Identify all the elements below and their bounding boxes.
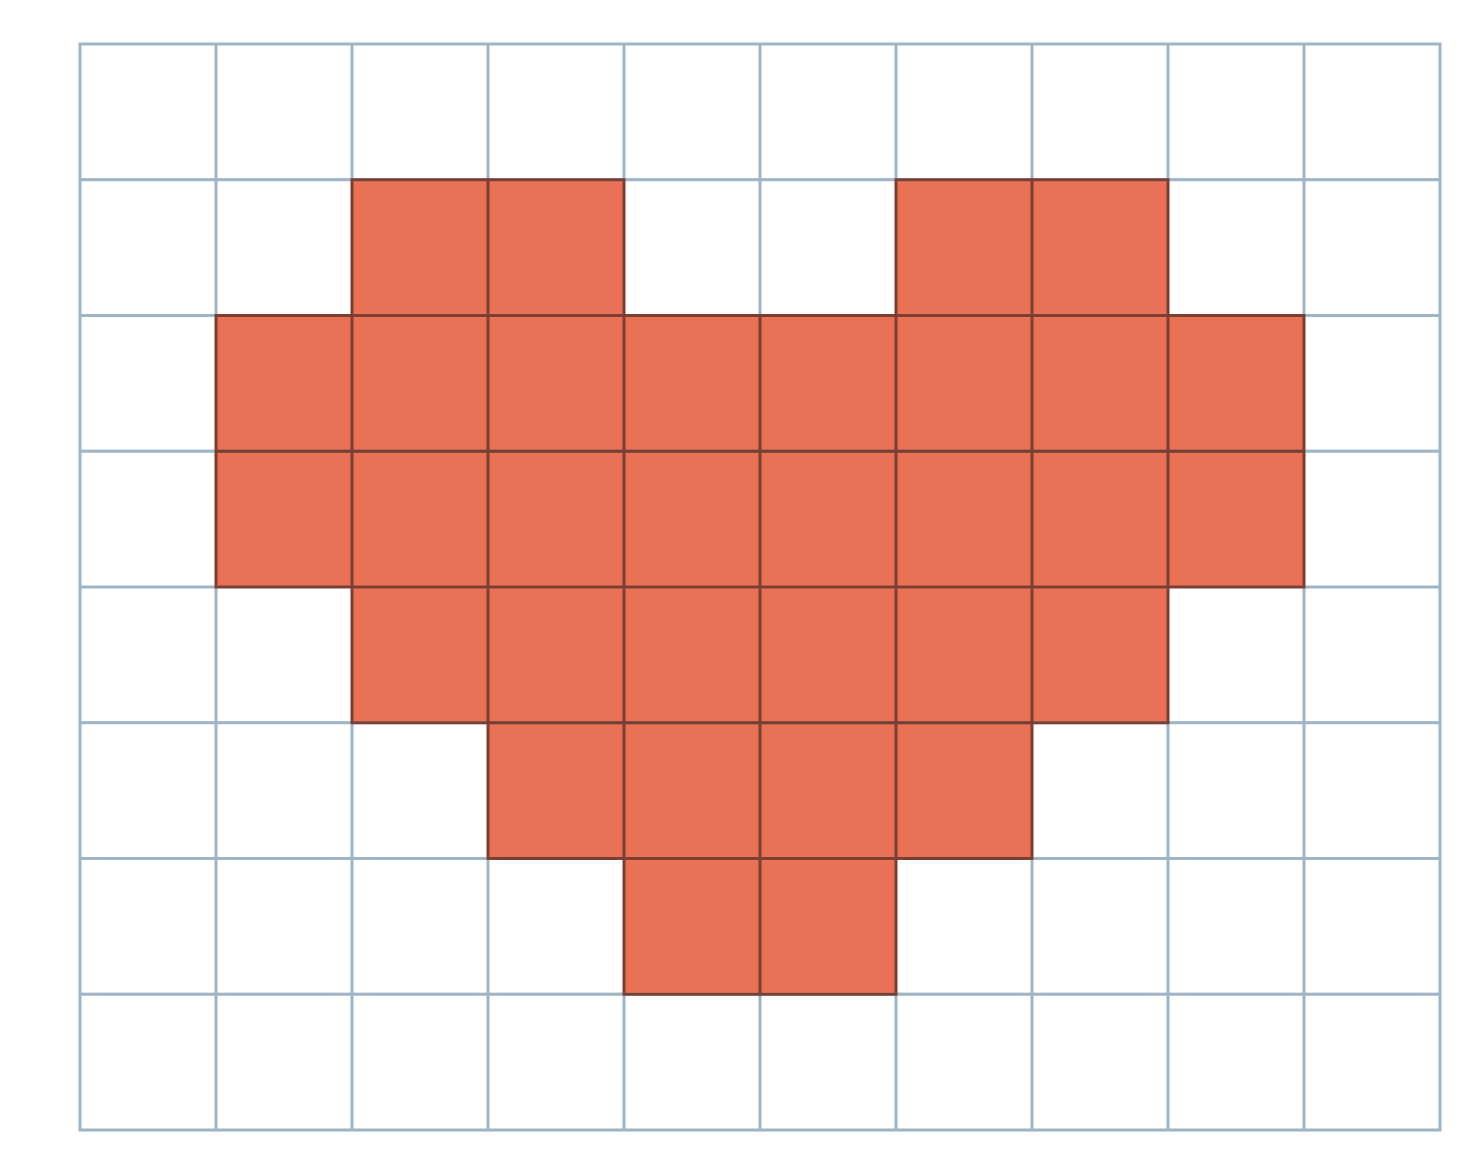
empty-cell <box>1030 721 1170 860</box>
empty-cell <box>894 857 1034 996</box>
filled-cell <box>214 314 354 453</box>
empty-cell <box>1302 857 1442 996</box>
empty-cell <box>758 992 898 1132</box>
empty-cell <box>622 992 762 1132</box>
filled-cell <box>622 585 762 725</box>
empty-cell <box>1302 721 1442 860</box>
empty-cell <box>758 178 898 317</box>
empty-cell <box>1302 314 1442 453</box>
filled-cell <box>350 585 490 725</box>
filled-cell <box>350 314 490 453</box>
empty-cell <box>622 178 762 317</box>
empty-cell <box>1166 178 1306 317</box>
empty-cell <box>1166 992 1306 1132</box>
empty-cell <box>1166 585 1306 725</box>
filled-cell <box>758 585 898 725</box>
empty-cell <box>1030 42 1170 182</box>
empty-cell <box>1302 42 1442 182</box>
empty-cell <box>894 992 1034 1132</box>
filled-cell-border <box>894 721 1034 860</box>
filled-cell <box>758 314 898 453</box>
empty-cell <box>78 857 218 996</box>
empty-cell <box>622 42 762 182</box>
filled-cell <box>622 721 762 860</box>
heart-cell-borders <box>214 178 1306 996</box>
empty-cell <box>214 721 354 860</box>
empty-cell <box>1302 992 1442 1132</box>
empty-cell <box>78 585 218 725</box>
empty-cell <box>214 585 354 725</box>
empty-cell <box>350 857 490 996</box>
empty-cell <box>1166 721 1306 860</box>
filled-cell <box>486 449 626 589</box>
filled-cell <box>758 721 898 860</box>
filled-cell <box>1030 178 1170 317</box>
empty-cell <box>78 314 218 453</box>
filled-cell <box>894 721 1034 860</box>
filled-cell <box>1030 314 1170 453</box>
empty-cell <box>894 42 1034 182</box>
filled-cell <box>1030 585 1170 725</box>
empty-cell <box>486 42 626 182</box>
filled-cell <box>622 449 762 589</box>
empty-cell <box>1302 449 1442 589</box>
filled-cell <box>622 314 762 453</box>
filled-cell <box>1166 314 1306 453</box>
filled-cell <box>894 314 1034 453</box>
empty-cell <box>214 992 354 1132</box>
empty-cell <box>1166 857 1306 996</box>
empty-cell <box>1302 585 1442 725</box>
filled-cell-border <box>758 857 898 996</box>
filled-cell <box>894 585 1034 725</box>
empty-cell <box>1302 178 1442 317</box>
filled-cell <box>486 721 626 860</box>
empty-cell <box>214 42 354 182</box>
filled-cell <box>350 178 490 317</box>
filled-cell <box>350 449 490 589</box>
filled-cell <box>622 857 762 996</box>
filled-cell <box>486 178 626 317</box>
filled-cell <box>486 585 626 725</box>
filled-cell <box>214 449 354 589</box>
filled-cell-border <box>1030 585 1170 725</box>
empty-cell <box>486 857 626 996</box>
filled-cell <box>1166 449 1306 589</box>
empty-cell <box>78 721 218 860</box>
filled-cell <box>758 449 898 589</box>
filled-cell <box>1030 449 1170 589</box>
empty-cell <box>1166 42 1306 182</box>
filled-cell <box>894 449 1034 589</box>
empty-cell <box>1030 992 1170 1132</box>
filled-cell <box>758 857 898 996</box>
empty-cell <box>78 178 218 317</box>
empty-cell <box>350 721 490 860</box>
filled-cell <box>486 314 626 453</box>
empty-cell <box>214 178 354 317</box>
empty-cell <box>758 42 898 182</box>
filled-cell <box>894 178 1034 317</box>
empty-cell <box>486 992 626 1132</box>
empty-cell <box>350 992 490 1132</box>
empty-cell <box>350 42 490 182</box>
empty-cell <box>214 857 354 996</box>
empty-cell <box>78 992 218 1132</box>
empty-cell <box>78 449 218 589</box>
empty-cell <box>1030 857 1170 996</box>
filled-cell-border <box>1166 449 1306 589</box>
empty-cell <box>78 42 218 182</box>
